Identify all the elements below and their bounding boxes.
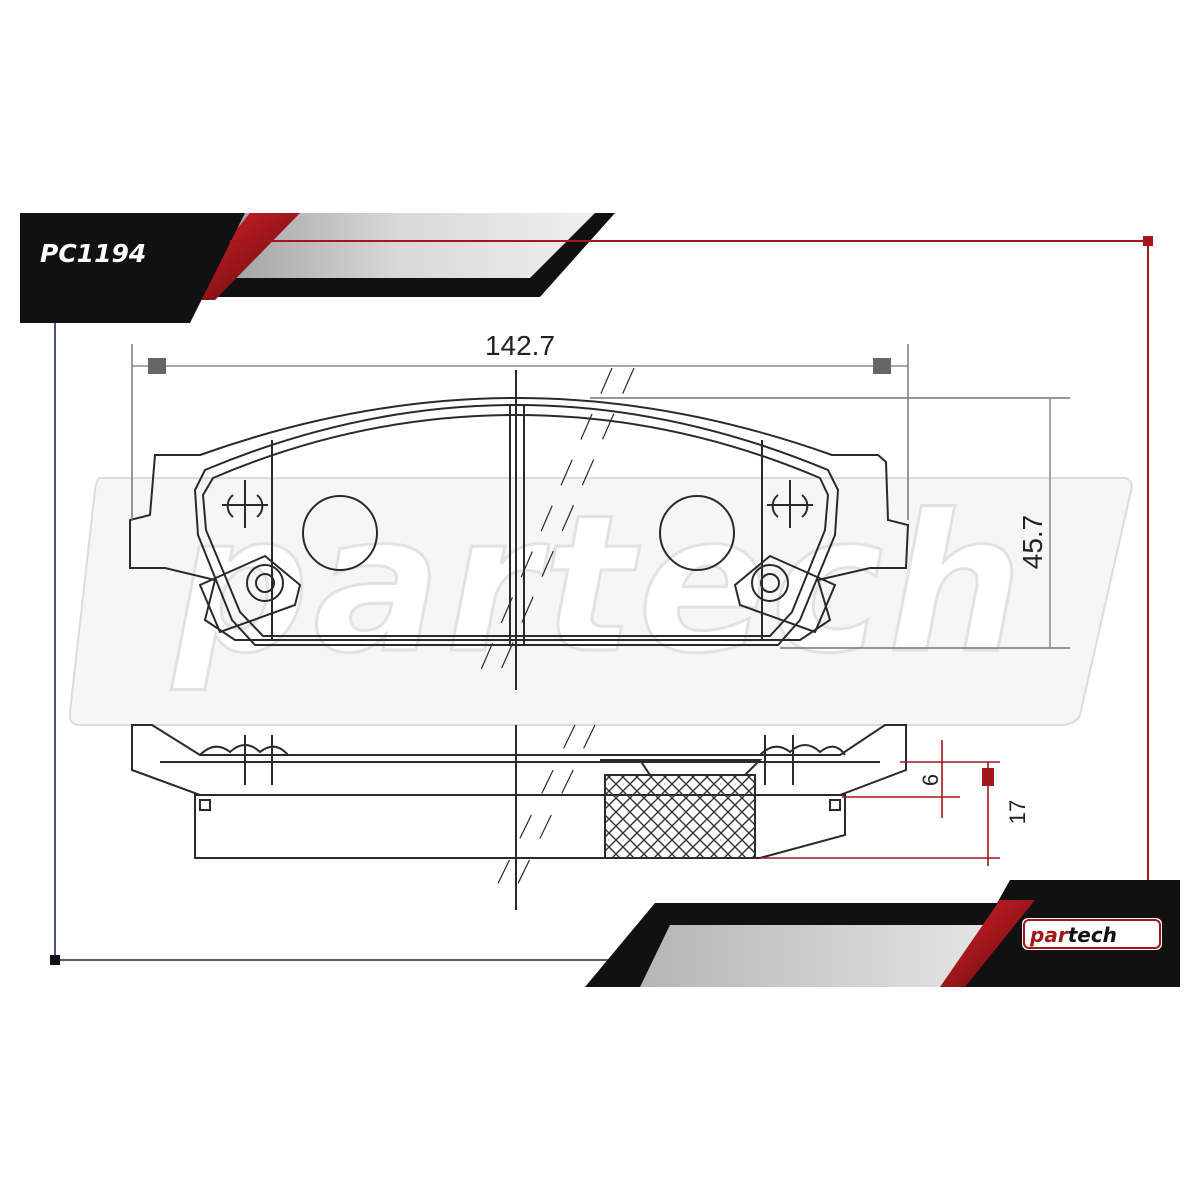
crosshair-right <box>767 480 813 528</box>
frame-lines <box>50 236 1153 965</box>
brand-prefix: par <box>1029 923 1069 947</box>
footer-red-stripe <box>940 900 1035 987</box>
backing-thickness-label: 6 <box>918 774 943 786</box>
hole-left <box>302 495 378 571</box>
total-thickness-label: 17 <box>1005 800 1030 824</box>
dimension-height: 45.7 <box>590 397 1070 649</box>
hole-right <box>659 495 735 571</box>
footer-band: partech <box>585 880 1180 987</box>
brand-logo: partech <box>1029 923 1117 947</box>
height-label: 45.7 <box>1017 515 1048 570</box>
dimension-thickness: 6 17 <box>760 740 1030 866</box>
brand-suffix: tech <box>1068 923 1117 947</box>
watermark: partech <box>68 473 1133 726</box>
header-band: PC1194 <box>20 213 615 323</box>
part-number: PC1194 <box>40 239 146 268</box>
dimension-width: 142.7 <box>131 330 909 520</box>
hatched-section <box>604 774 756 859</box>
pad-top-view <box>129 367 910 690</box>
clip-right <box>733 554 837 634</box>
crosshair-left <box>222 480 268 528</box>
clip-left <box>198 554 302 634</box>
width-label: 142.7 <box>485 330 555 361</box>
pad-side-view <box>131 724 907 910</box>
part-number-badge <box>20 213 245 323</box>
brand-logo-box <box>1022 918 1162 950</box>
